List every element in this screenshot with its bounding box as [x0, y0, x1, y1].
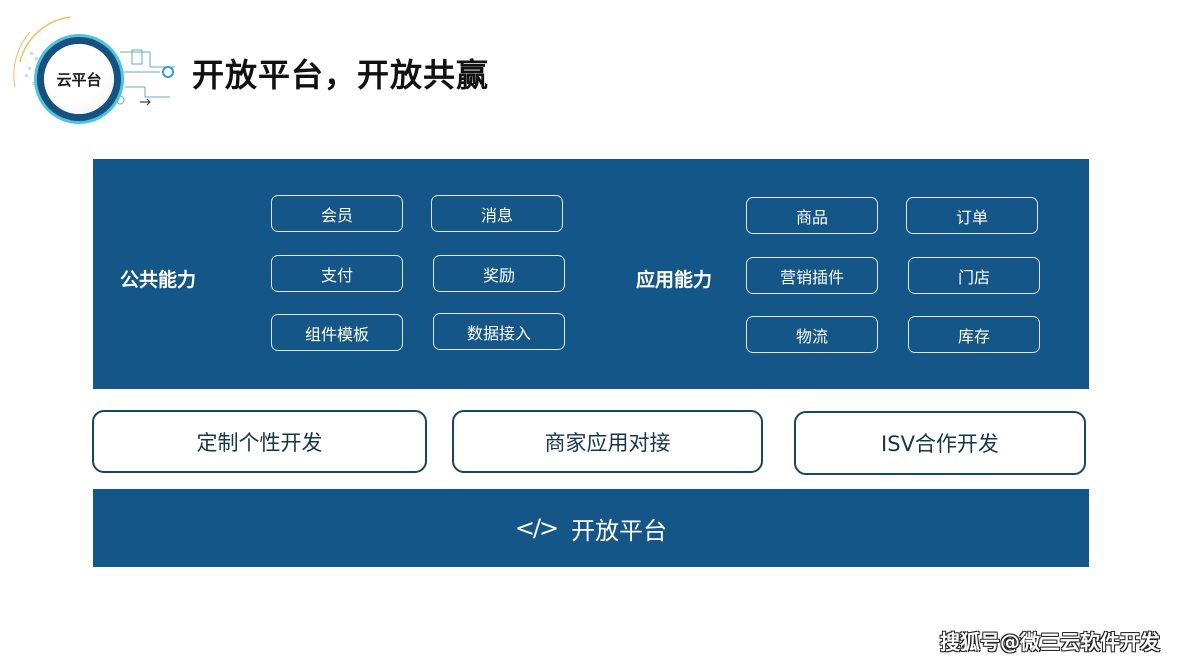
capability-order[interactable]: 订单: [906, 197, 1038, 234]
logo-badge: 云平台: [44, 44, 114, 114]
capability-data-access[interactable]: 数据接入: [433, 313, 565, 350]
page-title: 开放平台，开放共赢: [192, 56, 490, 94]
application-capabilities-label: 应用能力: [636, 269, 713, 291]
open-platform-bar: </> 开放平台: [93, 489, 1089, 567]
capability-marketing-plugin[interactable]: 营销插件: [746, 257, 878, 294]
circuit-decoration-icon: [13, 16, 175, 106]
capability-reward[interactable]: 奖励: [433, 255, 565, 292]
public-capabilities-label: 公共能力: [120, 269, 197, 291]
capability-payment[interactable]: 支付: [271, 255, 403, 292]
capability-store[interactable]: 门店: [908, 257, 1040, 294]
capability-member[interactable]: 会员: [271, 195, 403, 232]
merchant-app-integration-box[interactable]: 商家应用对接: [452, 410, 763, 473]
watermark: 搜狐号@微三云软件开发: [940, 630, 1160, 654]
open-platform-label: 开放平台: [571, 516, 668, 545]
capability-logistics[interactable]: 物流: [746, 316, 878, 353]
custom-development-box[interactable]: 定制个性开发: [92, 410, 427, 473]
capability-inventory[interactable]: 库存: [908, 316, 1040, 353]
code-icon: </>: [514, 514, 559, 542]
capability-component-template[interactable]: 组件模板: [271, 314, 403, 351]
isv-cooperation-box[interactable]: ISV合作开发: [794, 411, 1086, 475]
capability-message[interactable]: 消息: [431, 195, 563, 232]
capabilities-panel: 公共能力 会员 消息 支付 奖励 组件模板 数据接入 应用能力 商品 订单 营销…: [93, 159, 1089, 389]
cloud-platform-logo: 云平台: [10, 12, 185, 124]
capability-goods[interactable]: 商品: [746, 197, 878, 234]
